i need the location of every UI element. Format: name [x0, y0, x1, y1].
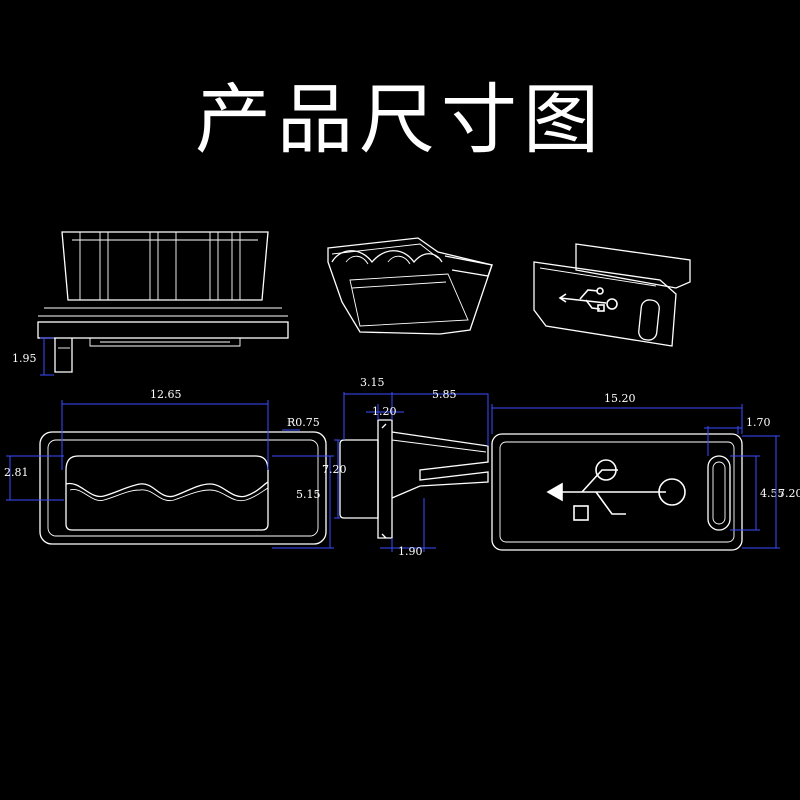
dim-15-20: 15.20	[604, 392, 636, 405]
dim-r0-75: R0.75	[287, 416, 320, 429]
front-elevation-view: 1.95	[12, 231, 289, 376]
usb-icon-small	[558, 287, 618, 312]
dim-7-20-back: 7.20	[778, 487, 800, 500]
page-title: 产品尺寸图	[195, 75, 605, 164]
dim-5-15: 5.15	[296, 488, 321, 501]
dim-1-20: 1.20	[372, 405, 397, 418]
isometric-view-ribbed	[327, 237, 493, 335]
dim-4-55: 4.55	[760, 487, 785, 500]
back-view: 15.20 1.70 4.55 7.20	[491, 392, 800, 551]
isometric-view-usb	[533, 243, 691, 347]
dim-7-20-side: 7.20	[322, 463, 347, 476]
dim-1-90: 1.90	[398, 545, 423, 558]
dim-5-85: 5.85	[432, 388, 457, 401]
face-view: 12.65 R0.75 2.81 5.15	[4, 388, 334, 549]
usb-icon	[546, 459, 686, 521]
dim-1-70: 1.70	[746, 416, 771, 429]
dim-1-95: 1.95	[12, 352, 37, 365]
dim-12-65: 12.65	[150, 388, 182, 401]
dim-3-15: 3.15	[360, 376, 385, 389]
side-profile-view: 3.15 5.85 1.20 7.20 1.90	[322, 376, 489, 558]
dim-2-81: 2.81	[4, 466, 29, 479]
